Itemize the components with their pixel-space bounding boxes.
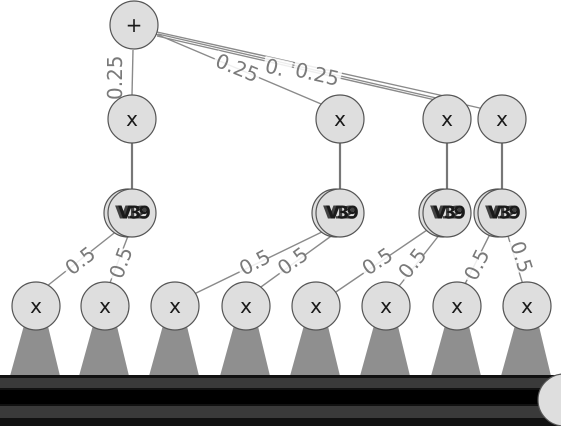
svg-text:V39: V39 [118, 203, 150, 224]
svg-text:x: x [334, 107, 346, 131]
svg-text:0.5: 0.5 [104, 244, 137, 282]
svg-text:0.25: 0.25 [293, 57, 342, 90]
svg-text:x: x [310, 294, 322, 318]
band-edge-node [537, 373, 561, 426]
weight-label-leaf-8: 0.5 [505, 237, 538, 276]
svg-text:x: x [99, 294, 111, 318]
leaf-cone-5 [290, 318, 340, 376]
product-node-2: x [315, 94, 365, 144]
leaf-node-7: x [432, 281, 482, 331]
svg-text:0.5: 0.5 [60, 241, 100, 279]
leaf-cone-2 [79, 318, 129, 376]
svg-text:V12: V12 [485, 203, 516, 224]
svg-text:x: x [451, 294, 463, 318]
svg-text:x: x [169, 294, 181, 318]
band-hatch-top [0, 378, 561, 388]
svg-text:V12: V12 [430, 203, 461, 224]
weight-label-leaf-7: 0.5 [459, 245, 494, 286]
weight-label-root-3: 0. [261, 53, 293, 82]
weight-label-root-1: 0.25 [103, 54, 127, 102]
leaf-node-4: x [221, 281, 271, 331]
product-node-3: x [422, 94, 472, 144]
weight-label-leaf-2: 0.5 [104, 244, 138, 284]
svg-text:x: x [441, 107, 453, 131]
band-core [0, 390, 561, 404]
svg-text:V39: V39 [326, 203, 358, 224]
svg-text:V12: V12 [115, 203, 146, 224]
svg-text:x: x [30, 294, 42, 318]
svg-text:x: x [521, 294, 533, 318]
weight-label-leaf-5: 0.5 [357, 242, 397, 281]
leaf-node-6: x [361, 281, 411, 331]
variable-node-1: V12 V39 [103, 188, 157, 238]
product-node-1: x [107, 94, 157, 144]
leaf-cone-1 [10, 318, 60, 376]
edge-root-product-1 [131, 49, 134, 96]
svg-text:x: x [240, 294, 252, 318]
leaf-node-3: x [150, 281, 200, 331]
variable-node-3: V12 V39 [418, 188, 472, 238]
leaf-cone-3 [149, 318, 199, 376]
svg-text:0.5: 0.5 [235, 244, 274, 280]
leaf-cone-4 [220, 318, 270, 376]
variable-node-4: V12 V39 [473, 188, 527, 238]
root-sum-node: + [109, 0, 159, 50]
svg-text:x: x [126, 107, 138, 131]
svg-text:x: x [496, 107, 508, 131]
weight-label-leaf-3: 0.5 [234, 244, 274, 281]
leaf-cone-7 [431, 318, 481, 376]
svg-text:0.5: 0.5 [505, 238, 538, 276]
leaf-cone-8 [501, 318, 551, 376]
svg-text:+: + [126, 13, 143, 37]
svg-text:x: x [380, 294, 392, 318]
product-node-4: x [477, 94, 527, 144]
weight-label-root-4: 0.25 [291, 57, 343, 91]
leaf-node-1: x [11, 281, 61, 331]
leaf-node-5: x [291, 281, 341, 331]
svg-text:0.25: 0.25 [103, 55, 127, 100]
band-hatch-bottom [0, 406, 561, 418]
svg-text:V12: V12 [323, 203, 354, 224]
leaf-cone-6 [360, 318, 410, 376]
svg-text:V39: V39 [488, 203, 520, 224]
leaf-node-2: x [80, 281, 130, 331]
input-band [0, 373, 561, 426]
variable-node-2: V12 V39 [311, 188, 365, 238]
leaf-node-8: x [502, 281, 552, 331]
svg-text:V39: V39 [433, 203, 465, 224]
weight-label-leaf-1: 0.5 [60, 241, 100, 281]
svg-text:0.5: 0.5 [357, 242, 397, 280]
